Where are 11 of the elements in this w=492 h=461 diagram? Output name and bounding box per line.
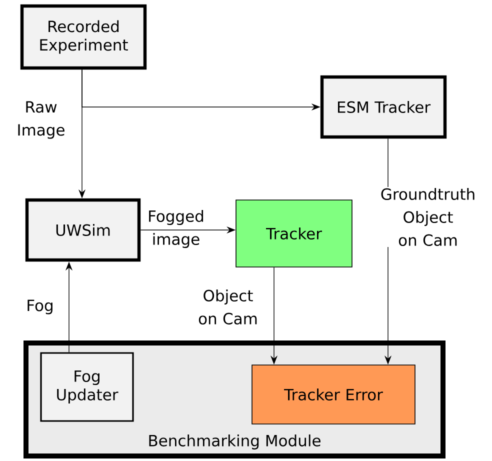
edge-label: Fogged image [149,210,204,248]
edge-label: Raw Image [18,101,64,139]
edge-label: Object on Cam [198,290,257,324]
process-box: ESM Tracker [320,75,447,139]
process-box: Tracker Error [252,364,416,424]
process-box: Recorded Experiment [20,4,147,70]
process-box: Fog Updater [40,352,134,422]
edge-label: Fog [28,300,52,314]
process-box: UWSim [25,198,141,262]
edge-label: Groundtruth Object on Cam [377,187,479,247]
process-box: Tracker [236,200,352,268]
